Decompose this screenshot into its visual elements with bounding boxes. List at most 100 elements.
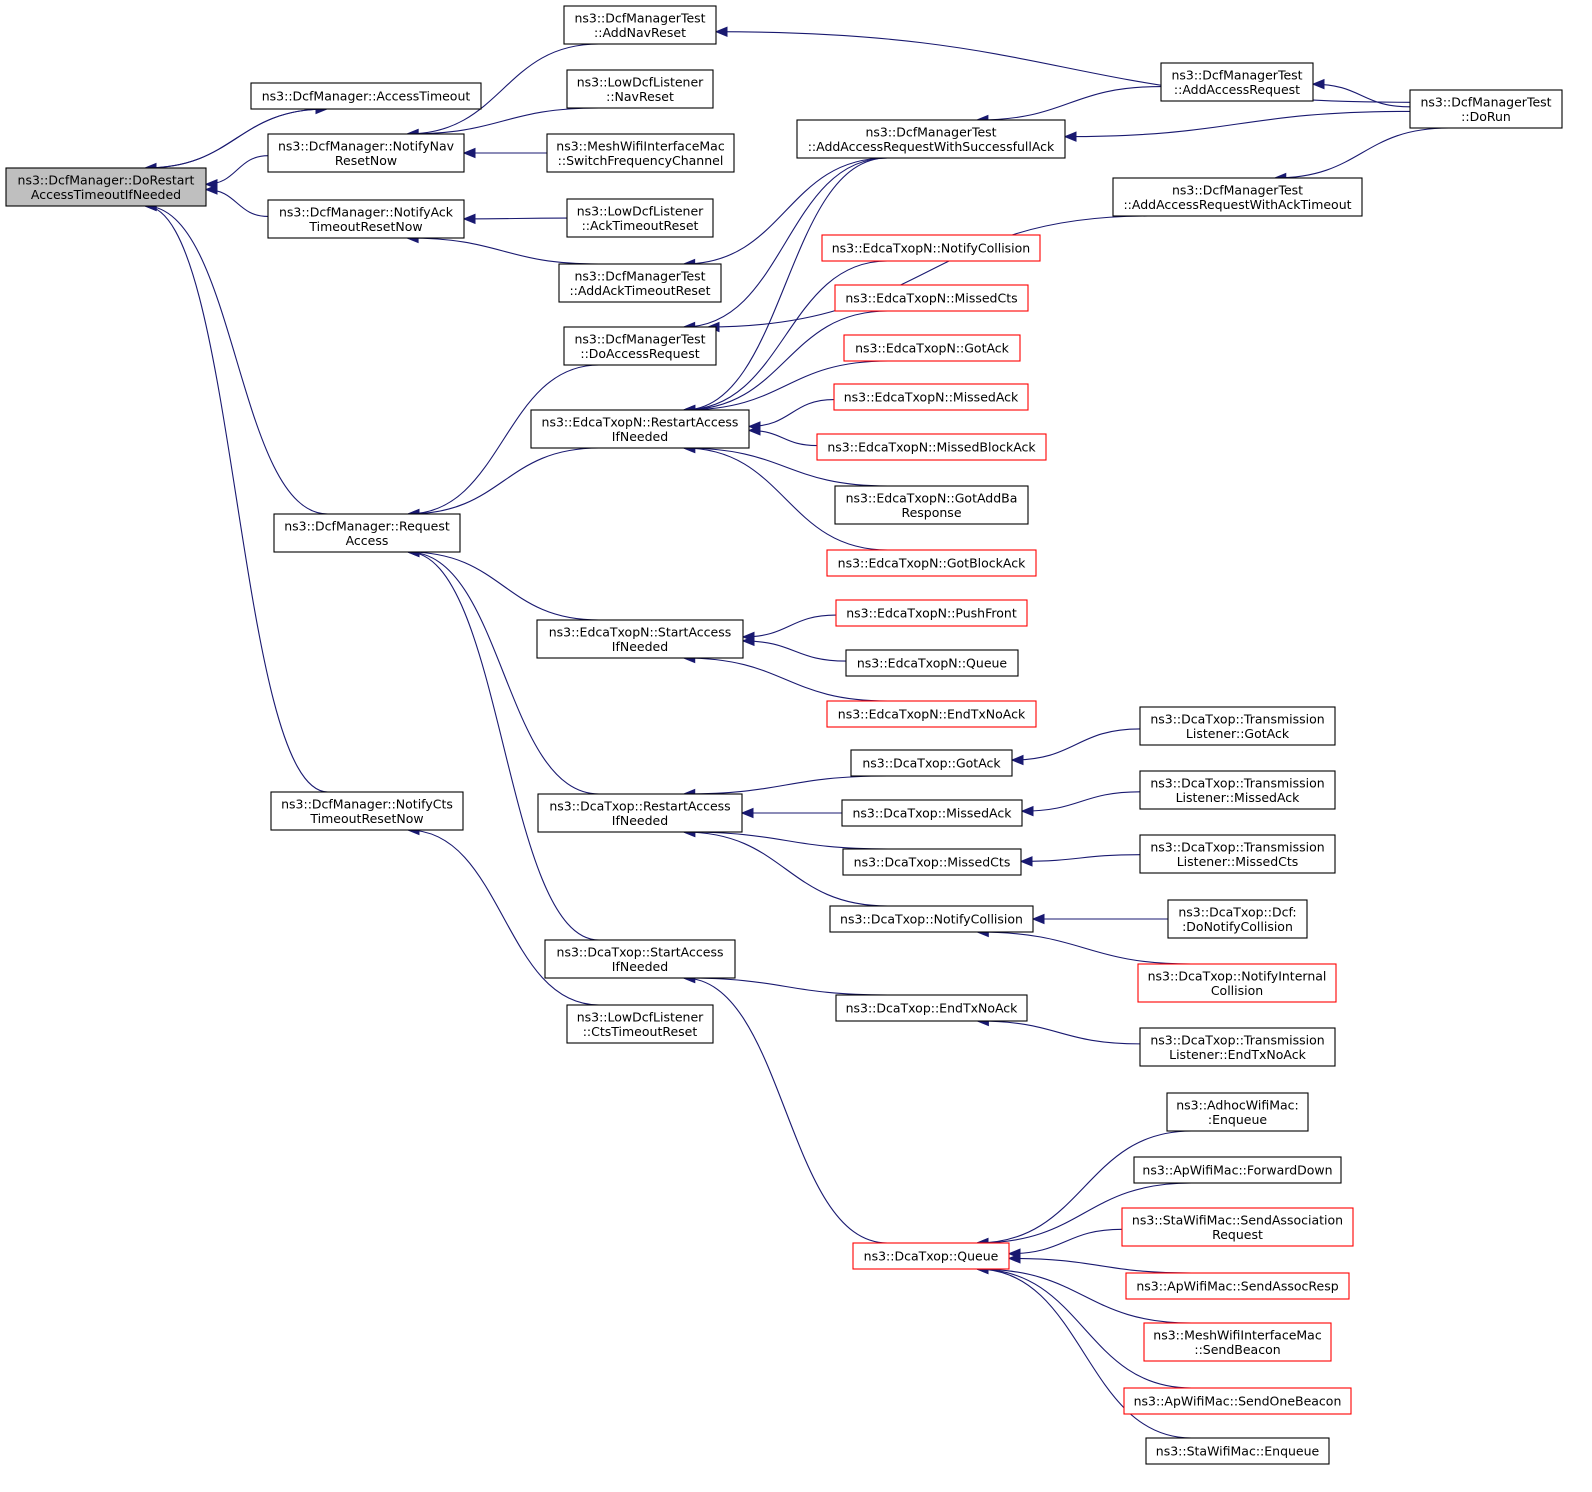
node-label: ::CtsTimeoutReset	[583, 1024, 698, 1039]
node-label: ns3::MeshWifiInterfaceMac	[1153, 1327, 1322, 1342]
graph-node-edca_missedcts[interactable]: ns3::EdcaTxopN::MissedCts	[834, 284, 1029, 312]
graph-node-mesh_switch[interactable]: ns3::MeshWifiInterfaceMac::SwitchFrequen…	[546, 133, 735, 173]
call-edge	[143, 200, 328, 515]
graph-node-addacktimeoutreset[interactable]: ns3::DcfManagerTest::AddAckTimeoutReset	[558, 263, 722, 303]
node-box	[841, 799, 1023, 827]
edge-arrowhead	[740, 807, 754, 819]
call-edge	[741, 614, 837, 643]
node-box	[1139, 1027, 1336, 1067]
graph-node-edca_missedack[interactable]: ns3::EdcaTxopN::MissedAck	[833, 383, 1029, 411]
graph-node-tl_missedcts[interactable]: ns3::DcaTxop::TransmissionListener::Miss…	[1139, 834, 1336, 874]
graph-node-doaccessrequest[interactable]: ns3::DcfManagerTest::DoAccessRequest	[563, 326, 717, 366]
edge-line	[407, 551, 600, 941]
graph-node-edca_gotack[interactable]: ns3::EdcaTxopN::GotAck	[843, 334, 1021, 362]
edge-line	[1011, 728, 1141, 761]
call-edge	[406, 546, 600, 621]
node-box	[1143, 1322, 1332, 1362]
node-label: ::NavReset	[606, 89, 674, 104]
graph-node-addaccessrequestsucc[interactable]: ns3::DcfManagerTest::AddAccessRequestWit…	[796, 119, 1066, 159]
node-label: ns3::DcfManagerTest	[1172, 182, 1303, 197]
graph-node-tl_gotack[interactable]: ns3::DcaTxop::TransmissionListener::GotA…	[1139, 706, 1336, 746]
graph-node-dorestart[interactable]: ns3::DcfManager::DoRestartAccessTimeoutI…	[5, 167, 207, 207]
call-edge	[1063, 110, 1411, 142]
nodes-layer: ns3::DcfManager::DoRestartAccessTimeoutI…	[5, 5, 1563, 1465]
node-box	[1139, 770, 1336, 810]
graph-node-edca_gotblockack[interactable]: ns3::EdcaTxopN::GotBlockAck	[826, 549, 1037, 577]
graph-node-edca_missedblockack[interactable]: ns3::EdcaTxopN::MissedBlockAck	[816, 433, 1047, 461]
node-label: ::SwitchFrequencyChannel	[558, 153, 724, 168]
graph-node-mesh_sendbeacon[interactable]: ns3::MeshWifiInterfaceMac::SendBeacon	[1143, 1322, 1332, 1362]
edge-arrowhead	[1311, 78, 1325, 90]
node-label: ns3::DcaTxop::MissedAck	[853, 806, 1013, 821]
graph-node-dca_endtxnoack[interactable]: ns3::DcaTxop::EndTxNoAck	[835, 994, 1028, 1022]
graph-node-addaccessrequest[interactable]: ns3::DcfManagerTest::AddAccessRequest	[1160, 62, 1314, 102]
node-label: ns3::DcaTxop::RestartAccess	[549, 798, 730, 813]
edge-arrowhead	[747, 425, 761, 436]
node-label: ns3::EdcaTxopN::EndTxNoAck	[838, 707, 1026, 722]
graph-node-ap_sendonebeacon[interactable]: ns3::ApWifiMac::SendOneBeacon	[1123, 1387, 1352, 1415]
graph-node-dca_notifycollision[interactable]: ns3::DcaTxop::NotifyCollision	[829, 905, 1034, 933]
node-label: ns3::ApWifiMac::SendOneBeacon	[1134, 1394, 1342, 1409]
graph-node-ldl_ctstimeout[interactable]: ns3::LowDcfListener::CtsTimeoutReset	[566, 1004, 714, 1044]
node-box	[1139, 706, 1336, 746]
edge-line	[1064, 110, 1411, 138]
graph-node-sta_enqueue[interactable]: ns3::StaWifiMac::Enqueue	[1145, 1437, 1330, 1465]
call-edge	[747, 425, 818, 447]
graph-node-adhoc_enqueue[interactable]: ns3::AdhocWifiMac::Enqueue	[1166, 1092, 1309, 1132]
graph-node-edca_queue[interactable]: ns3::EdcaTxopN::Queue	[845, 649, 1019, 677]
node-label: ::AddAccessRequestWithSuccessfullAck	[808, 139, 1055, 154]
graph-node-dca_queue[interactable]: ns3::DcaTxop::Queue	[852, 1242, 1010, 1270]
node-box	[1145, 1437, 1330, 1465]
graph-node-tl_endtxnoack[interactable]: ns3::DcaTxop::TransmissionListener::EndT…	[1139, 1027, 1336, 1067]
node-label: ns3::DcaTxop::NotifyCollision	[840, 912, 1023, 927]
call-edge	[741, 635, 847, 662]
graph-node-ldl_acktimeout[interactable]: ns3::LowDcfListener::AckTimeoutReset	[566, 198, 714, 238]
graph-node-edca_endtxnoack[interactable]: ns3::EdcaTxopN::EndTxNoAck	[826, 700, 1037, 728]
graph-node-dca_missedcts[interactable]: ns3::DcaTxop::MissedCts	[842, 848, 1022, 876]
node-box	[1166, 1092, 1309, 1132]
graph-node-ldl_navreset[interactable]: ns3::LowDcfListener::NavReset	[566, 69, 714, 109]
graph-node-edca_pushfront[interactable]: ns3::EdcaTxopN::PushFront	[835, 599, 1028, 627]
graph-node-ap_sendassocresp[interactable]: ns3::ApWifiMac::SendAssocResp	[1125, 1272, 1350, 1300]
edge-line	[683, 447, 888, 551]
graph-node-ap_forwarddown[interactable]: ns3::ApWifiMac::ForwardDown	[1133, 1156, 1342, 1184]
node-label: ns3::DcaTxop::EndTxNoAck	[846, 1001, 1019, 1016]
graph-node-accesstimeout[interactable]: ns3::DcfManager::AccessTimeout	[250, 82, 482, 110]
call-edge	[204, 155, 269, 190]
node-label: ns3::EdcaTxopN::GotAddBa	[846, 490, 1018, 505]
graph-node-notifyack[interactable]: ns3::DcfManager::NotifyAckTimeoutResetNo…	[267, 199, 465, 239]
node-box	[5, 167, 207, 207]
edge-arrowhead	[462, 213, 476, 225]
edge-arrowhead	[1019, 856, 1033, 867]
node-box	[816, 433, 1047, 461]
graph-node-dcf_donotify[interactable]: ns3::DcaTxop::Dcf::DoNotifyCollision	[1167, 899, 1308, 939]
node-box	[1125, 1272, 1350, 1300]
graph-node-dca_missedack[interactable]: ns3::DcaTxop::MissedAck	[841, 799, 1023, 827]
graph-node-notifycts[interactable]: ns3::DcfManager::NotifyCtsTimeoutResetNo…	[270, 791, 464, 831]
node-label: ::SendBeacon	[1194, 1342, 1280, 1357]
edge-line	[145, 205, 328, 793]
graph-node-tl_missedack[interactable]: ns3::DcaTxop::TransmissionListener::Miss…	[1139, 770, 1336, 810]
edge-line	[976, 86, 1162, 121]
node-label: ns3::EdcaTxopN::NotifyCollision	[832, 241, 1030, 256]
call-edge	[1020, 791, 1141, 817]
graph-node-addnavreset[interactable]: ns3::DcfManagerTest::AddNavReset	[563, 5, 717, 45]
graph-node-addaccessrequestack[interactable]: ns3::DcfManagerTest::AddAccessRequestWit…	[1112, 177, 1363, 217]
graph-node-edca_notifycollision[interactable]: ns3::EdcaTxopN::NotifyCollision	[821, 234, 1041, 262]
graph-node-dorun[interactable]: ns3::DcfManagerTest::DoRun	[1409, 89, 1563, 129]
edge-line	[407, 107, 599, 135]
edge-line	[683, 360, 889, 411]
node-box	[536, 619, 744, 659]
graph-node-dca_gotack[interactable]: ns3::DcaTxop::GotAck	[850, 749, 1013, 777]
